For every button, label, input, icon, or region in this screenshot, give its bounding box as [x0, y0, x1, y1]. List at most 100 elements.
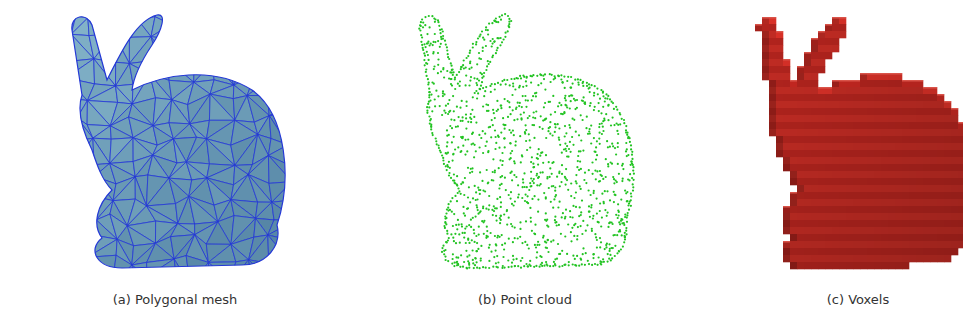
cloud-point [596, 140, 598, 142]
cloud-point [560, 104, 562, 106]
cloud-point [536, 75, 538, 77]
cloud-point [442, 245, 444, 247]
voxel-cube [895, 87, 902, 94]
voxel-cube [860, 94, 867, 101]
mesh-triangle [168, 40, 192, 61]
cloud-point [586, 85, 588, 87]
cloud-point [575, 180, 577, 182]
cloud-point [527, 195, 529, 197]
mesh-triangle [252, 279, 272, 295]
cloud-point [476, 250, 478, 252]
cloud-point [614, 194, 616, 196]
cloud-point [522, 74, 524, 76]
mesh-triangle [293, 220, 314, 241]
cloud-point [592, 173, 594, 175]
cloud-point [591, 84, 593, 86]
mesh-triangle [132, 265, 147, 277]
cloud-point [500, 105, 502, 107]
cloud-point [622, 246, 624, 248]
cloud-point [554, 186, 556, 188]
cloud-point [602, 130, 604, 132]
cloud-point [479, 72, 481, 74]
cloud-point [510, 191, 512, 193]
cloud-point [475, 90, 477, 92]
cloud-point [504, 242, 506, 244]
mesh-faces [47, 0, 317, 306]
mesh-triangle [294, 4, 317, 18]
cloud-point [594, 85, 596, 87]
cloud-point [598, 181, 600, 183]
cloud-point [601, 193, 603, 195]
cloud-point [614, 234, 616, 236]
mesh-triangle [74, 176, 95, 201]
cloud-point [532, 95, 534, 97]
cloud-point [443, 250, 445, 252]
cloud-point [630, 205, 632, 207]
cloud-point [433, 83, 435, 85]
voxel-cube [769, 87, 776, 94]
mesh-triangle [192, 44, 212, 64]
cloud-point [494, 207, 496, 209]
cloud-point [629, 141, 631, 143]
cloud-point [594, 151, 596, 153]
cloud-point [458, 71, 460, 73]
cloud-point [539, 172, 541, 174]
cloud-point [504, 267, 506, 269]
cloud-point [452, 237, 454, 239]
cloud-point [607, 212, 609, 214]
cloud-point [621, 180, 623, 182]
voxel-cube [839, 101, 846, 108]
mesh-triangle [272, 257, 293, 282]
voxel-cube [874, 101, 881, 108]
cloud-point [506, 209, 508, 211]
cloud-point [534, 244, 536, 246]
cloud-point [456, 228, 458, 230]
cloud-point [582, 150, 584, 152]
cloud-point [556, 176, 558, 178]
cloud-point [478, 189, 480, 191]
cloud-point [464, 154, 466, 156]
cloud-point [459, 242, 461, 244]
cloud-point [595, 178, 597, 180]
cloud-point [466, 267, 468, 269]
cloud-point [522, 86, 524, 88]
cloud-point [615, 153, 617, 155]
voxel-cube [839, 94, 846, 101]
cloud-point [569, 216, 571, 218]
voxel-highlight [804, 52, 811, 54]
mesh-triangle [273, 77, 295, 103]
cloud-point [575, 265, 577, 267]
cloud-point [599, 237, 601, 239]
cloud-point [493, 112, 495, 114]
cloud-point [428, 115, 430, 117]
voxel-cube [839, 87, 846, 94]
cloud-point [549, 121, 551, 123]
cloud-point [613, 201, 615, 203]
cloud-point [436, 143, 438, 145]
cloud-point [618, 221, 620, 223]
cloud-point [460, 193, 462, 195]
mesh-triangle [274, 17, 294, 37]
mesh-triangle [274, 38, 292, 65]
cloud-point [580, 225, 582, 227]
cloud-point [518, 193, 520, 195]
voxel-cube [867, 94, 874, 101]
cloud-point [621, 219, 623, 221]
cloud-point [420, 34, 422, 36]
cloud-point [458, 224, 460, 226]
cloud-point [426, 106, 428, 108]
cloud-point [447, 207, 449, 209]
cloud-point [481, 81, 483, 83]
cloud-point [545, 196, 547, 198]
cloud-point [588, 189, 590, 191]
cloud-point [609, 199, 611, 201]
voxel-cube [762, 24, 769, 31]
cloud-point [572, 205, 574, 207]
voxel-cube [762, 59, 769, 66]
cloud-point [618, 173, 620, 175]
mesh-triangle [88, 275, 113, 301]
cloud-point [517, 184, 519, 186]
mesh-triangle [288, 120, 309, 146]
cloud-point [624, 232, 626, 234]
cloud-point [566, 106, 568, 108]
